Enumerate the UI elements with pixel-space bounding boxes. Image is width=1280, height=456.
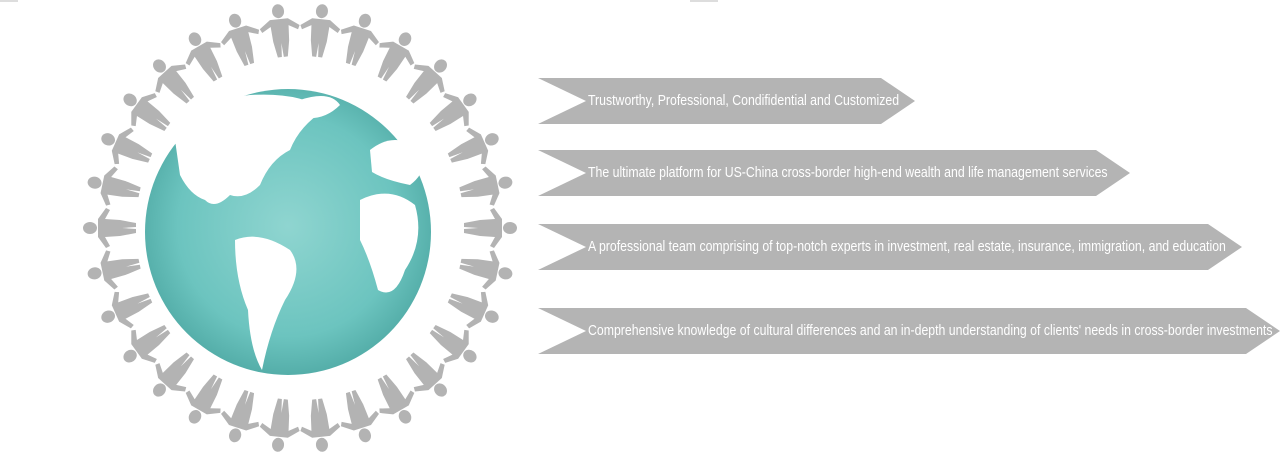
point-arrow-4: Comprehensive knowledge of cultural diff… xyxy=(538,308,1280,354)
point-arrow-1: Trustworthy, Professional, Condifidentia… xyxy=(538,78,915,124)
person-icon xyxy=(340,390,379,443)
person-icon xyxy=(87,166,141,206)
top-edge-mark xyxy=(690,0,718,2)
point-arrow-3: A professional team comprising of top-no… xyxy=(538,224,1242,270)
person-icon xyxy=(464,208,517,248)
person-icon xyxy=(406,59,447,104)
person-icon xyxy=(406,352,447,397)
person-icon xyxy=(459,250,513,290)
person-icon xyxy=(101,127,153,165)
person-icon xyxy=(377,374,415,424)
person-icon xyxy=(300,398,341,452)
person-icon xyxy=(221,390,260,443)
person-icon xyxy=(87,250,141,290)
person-icon xyxy=(185,32,223,82)
person-icon xyxy=(153,352,194,397)
person-icon xyxy=(447,127,499,165)
person-icon xyxy=(259,4,300,58)
person-icon xyxy=(429,93,477,131)
point-text: A professional team comprising of top-no… xyxy=(588,238,1226,255)
people-ring xyxy=(83,4,517,452)
person-icon xyxy=(340,13,379,66)
person-icon xyxy=(447,291,499,329)
person-icon xyxy=(83,208,136,248)
point-text: The ultimate platform for US-China cross… xyxy=(588,164,1108,181)
person-icon xyxy=(123,93,171,131)
point-arrow-2: The ultimate platform for US-China cross… xyxy=(538,150,1130,196)
person-icon xyxy=(429,325,477,363)
person-icon xyxy=(123,325,171,363)
point-text: Trustworthy, Professional, Condifidentia… xyxy=(588,92,900,109)
continents xyxy=(175,94,424,370)
person-icon xyxy=(101,291,153,329)
person-icon xyxy=(221,13,260,66)
globe-with-people-ring-icon xyxy=(83,4,517,452)
person-icon xyxy=(300,4,341,58)
point-text: Comprehensive knowledge of cultural diff… xyxy=(588,322,1273,339)
person-icon xyxy=(377,32,415,82)
person-icon xyxy=(153,59,194,104)
top-edge-mark xyxy=(0,0,18,2)
person-icon xyxy=(259,398,300,452)
person-icon xyxy=(185,374,223,424)
person-icon xyxy=(459,166,513,206)
